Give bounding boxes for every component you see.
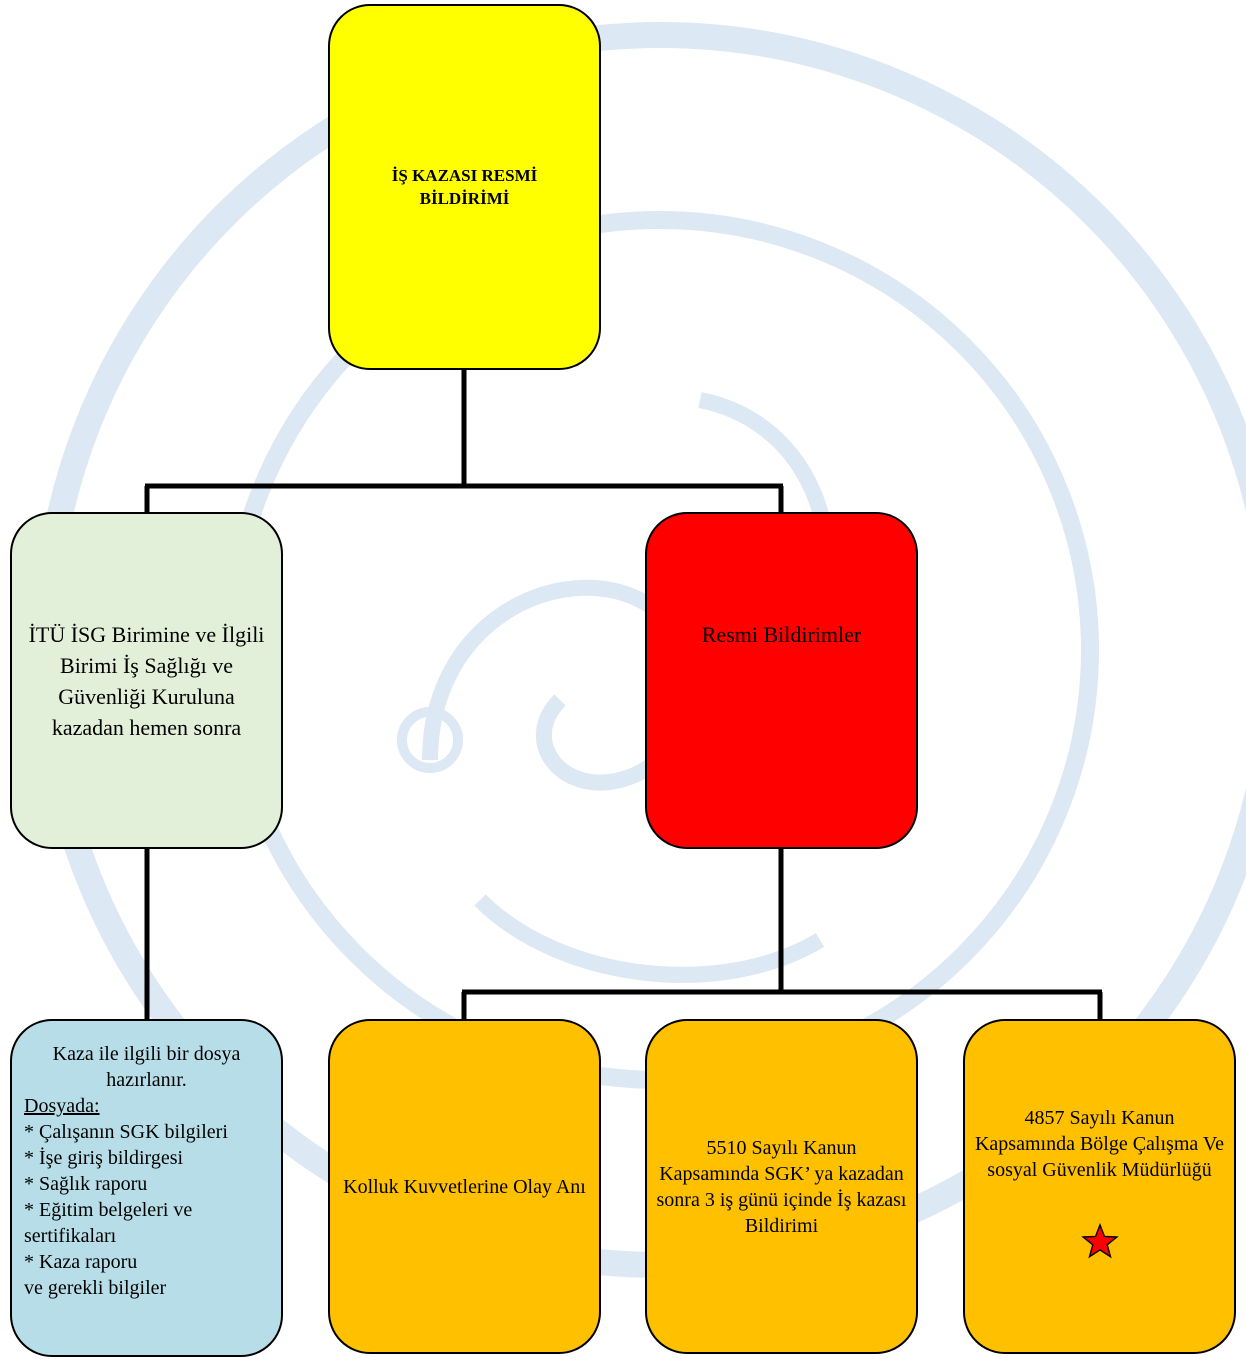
bottom-box-text: Kolluk Kuvvetlerine Olay Anı (343, 1175, 586, 1198)
bottom-box-labor-directorate: 4857 Sayılı Kanun Kapsamında Bölge Çalış… (963, 1019, 1236, 1354)
file-box-item: * Kaza raporu (24, 1251, 138, 1273)
right-box-text: Resmi Bildirimler (701, 622, 862, 647)
file-box-item: * Eğitim belgeleri ve sertifikaları (24, 1199, 193, 1247)
file-box-item: ve gerekli bilgiler (24, 1277, 167, 1299)
red-star-icon (1080, 1223, 1119, 1259)
file-box-item: * Çalışanın SGK bilgileri (24, 1121, 228, 1143)
file-box-intro: Kaza ile ilgili bir dosya hazırlanır. (52, 1043, 241, 1091)
left-box-itu-isg-unit: İTÜ İSG Birimine ve İlgili Birimi İş Sağ… (10, 512, 283, 849)
right-box-official-notices: Resmi Bildirimler (645, 512, 918, 849)
bottom-box-text: 5510 Sayılı Kanun Kapsamında SGK’ ya kaz… (656, 1136, 907, 1237)
file-box-heading: Dosyada: (24, 1095, 100, 1117)
file-box-item: * İşe giriş bildirgesi (24, 1147, 184, 1169)
top-box-text: İŞ KAZASI RESMİ BİLDİRİMİ (391, 166, 538, 208)
left-box-text: İTÜ İSG Birimine ve İlgili Birimi İş Sağ… (28, 621, 265, 740)
top-box-official-notice: İŞ KAZASI RESMİ BİLDİRİMİ (328, 4, 601, 370)
file-box: Kaza ile ilgili bir dosya hazırlanır. Do… (10, 1019, 283, 1357)
bottom-box-police: Kolluk Kuvvetlerine Olay Anı (328, 1019, 601, 1354)
bottom-box-sgk: 5510 Sayılı Kanun Kapsamında SGK’ ya kaz… (645, 1019, 918, 1354)
bottom-box-text: 4857 Sayılı Kanun Kapsamında Bölge Çalış… (974, 1107, 1225, 1181)
file-box-item: * Sağlık raporu (24, 1173, 148, 1195)
